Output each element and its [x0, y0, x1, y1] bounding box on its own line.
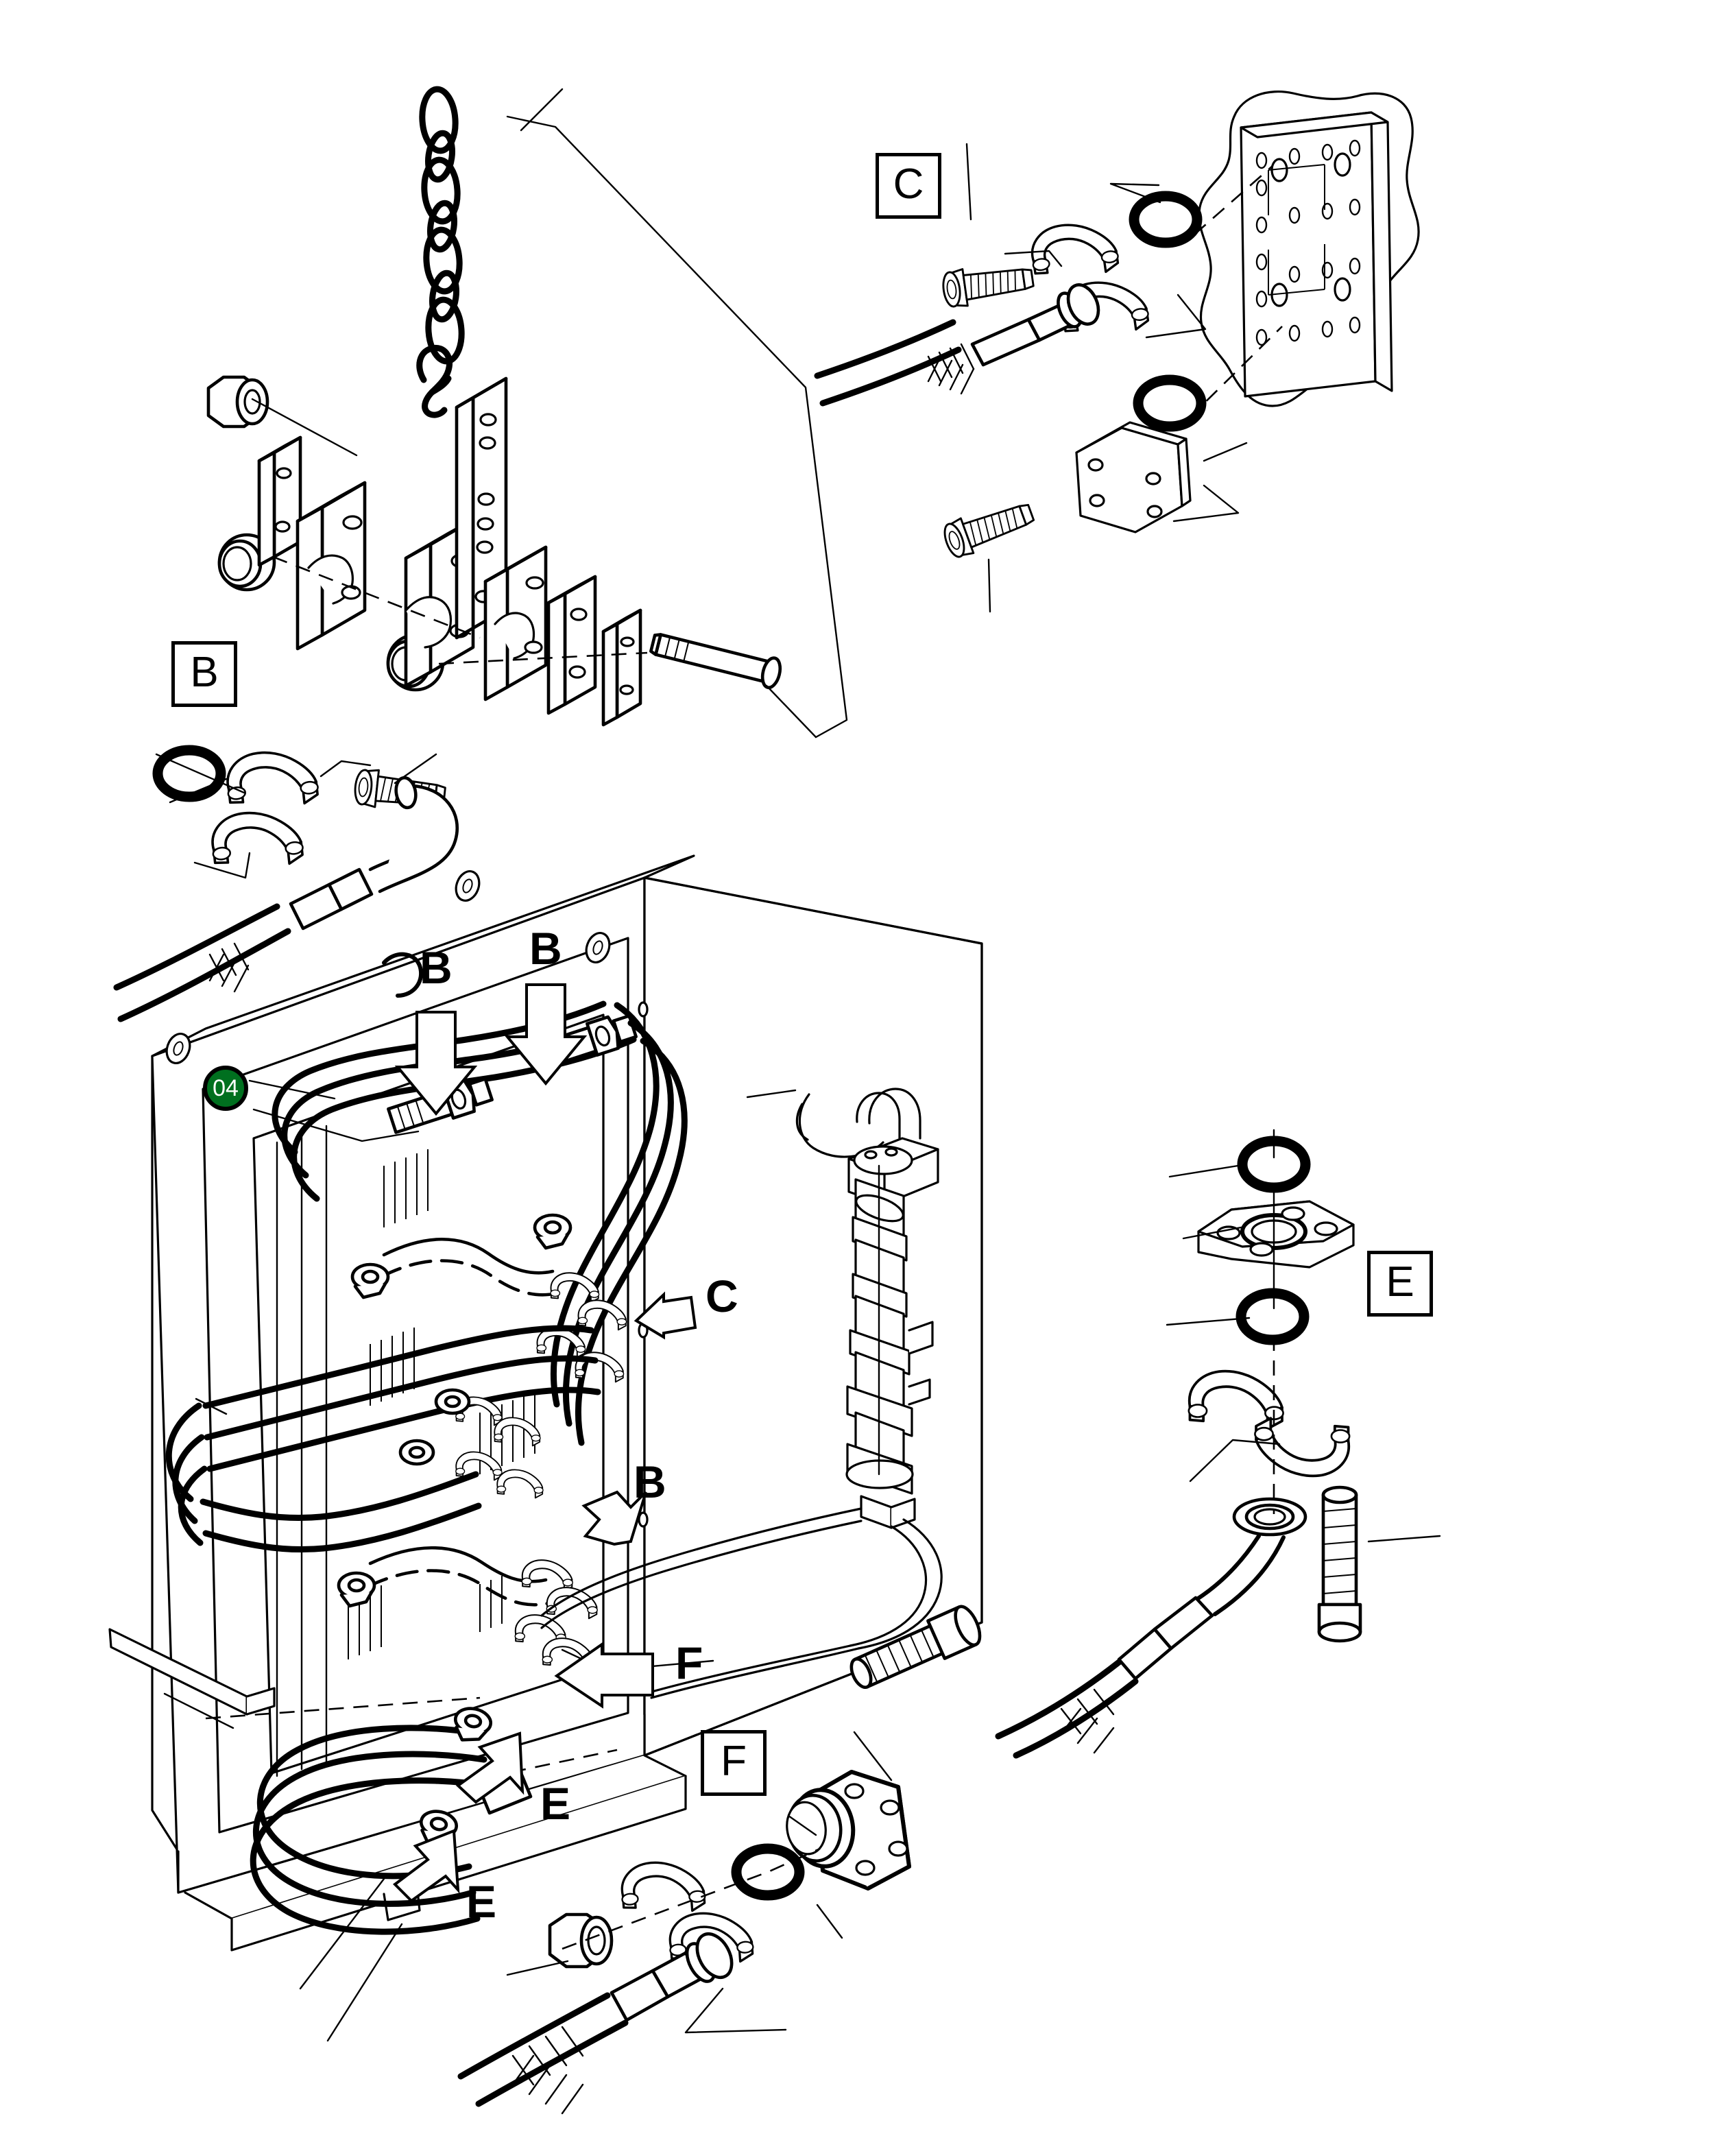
callout-letter-b-3: B	[634, 1456, 666, 1507]
hose-assembly-b	[113, 776, 459, 1022]
arrow-down-b1	[394, 1011, 478, 1116]
section-box-b: B	[171, 641, 237, 707]
strap-plate	[455, 376, 508, 640]
long-bolt-icon	[649, 633, 782, 689]
callout-letter-e-1: E	[540, 1778, 571, 1829]
cover-plate-c	[1075, 421, 1192, 533]
arrow-left-c	[634, 1291, 697, 1340]
section-e-detail	[995, 1129, 1441, 1759]
hose-clamp-icon-1	[387, 1077, 494, 1134]
arrow-up-left-e1	[455, 1731, 525, 1804]
hose-assembly-c	[814, 283, 1100, 407]
socket-bolt-upper-c	[940, 259, 1036, 310]
hex-nut-icon	[206, 375, 269, 429]
socket-bolt-lower-c	[939, 494, 1039, 562]
callout-letter-b-2: B	[529, 923, 562, 974]
hidden-hose-path	[205, 1696, 618, 1779]
section-c-detail	[814, 91, 1420, 613]
chain-bracket-assembly	[206, 86, 848, 739]
callout-letter-b-1: B	[420, 942, 453, 993]
bracket-plate-2	[546, 575, 597, 715]
callout-letter-c-main: C	[706, 1271, 738, 1321]
section-b-detail	[113, 745, 459, 1022]
section-box-e-label: E	[1386, 1258, 1414, 1306]
clamp-cluster-mid	[398, 1388, 544, 1499]
section-box-e: E	[1367, 1251, 1433, 1317]
hose-group-mid	[350, 1213, 627, 1383]
o-ring-f	[736, 1849, 799, 1895]
split-flange-upper-b	[223, 745, 321, 813]
hose-bundle-lower	[165, 1325, 601, 1553]
chain-icon	[416, 86, 465, 418]
hex-flange-plate	[1197, 1200, 1355, 1269]
port-adapter-flange-f	[786, 1770, 911, 1891]
split-flange-upper-f	[618, 1858, 708, 1917]
eyelet-icon-group	[165, 870, 611, 1064]
hose-assembly-f	[457, 1932, 734, 2115]
callout-letter-e-2: E	[466, 1876, 497, 1927]
section-box-b-label: B	[190, 649, 219, 696]
section-f-detail	[457, 1605, 982, 2115]
section-box-f: F	[701, 1730, 767, 1796]
section-box-c: C	[876, 153, 941, 219]
arrow-down-b2	[504, 983, 588, 1086]
arrow-down-left-b3	[581, 1490, 647, 1546]
clamp-block-1	[296, 481, 367, 651]
o-ring-b	[158, 750, 221, 797]
callout-arrows	[392, 983, 697, 1903]
washer-icon-e	[1232, 1497, 1307, 1537]
o-ring-upper-c	[1134, 196, 1197, 243]
arrow-left-f	[554, 1642, 654, 1709]
clamp-block-3	[483, 545, 548, 701]
hose-tube-elbow-e	[995, 1534, 1286, 1759]
o-ring-lower-e	[1241, 1293, 1304, 1340]
swivel-joint	[540, 1088, 943, 1699]
hex-nut-f	[548, 1912, 614, 1969]
bracket-plate-3	[601, 608, 642, 727]
hex-head-bolt-f	[849, 1605, 982, 1689]
bracket-plate-1	[257, 435, 302, 567]
main-frame-assembly	[108, 854, 983, 2042]
o-ring-lower-c	[1138, 380, 1201, 427]
callout-letter-f-main: F	[675, 1637, 703, 1688]
part-badge-04[interactable]: 04	[203, 1066, 248, 1111]
split-flange-right-e	[1253, 1417, 1351, 1478]
hose-group-lower	[337, 1546, 599, 1670]
hose-clamp-icon-4	[533, 1213, 572, 1250]
cotter-hook-icon	[416, 344, 453, 418]
valve-block-plate	[1240, 111, 1393, 398]
section-box-c-label: C	[893, 160, 924, 208]
arrow-up-left-e2	[392, 1829, 460, 1903]
split-flange-upper-c	[1026, 217, 1122, 283]
split-flange-lower-b	[208, 806, 306, 873]
stud-bolt-e	[1317, 1485, 1362, 1643]
hose-clamp-icon-3	[350, 1262, 390, 1299]
section-box-f-label: F	[721, 1738, 747, 1785]
